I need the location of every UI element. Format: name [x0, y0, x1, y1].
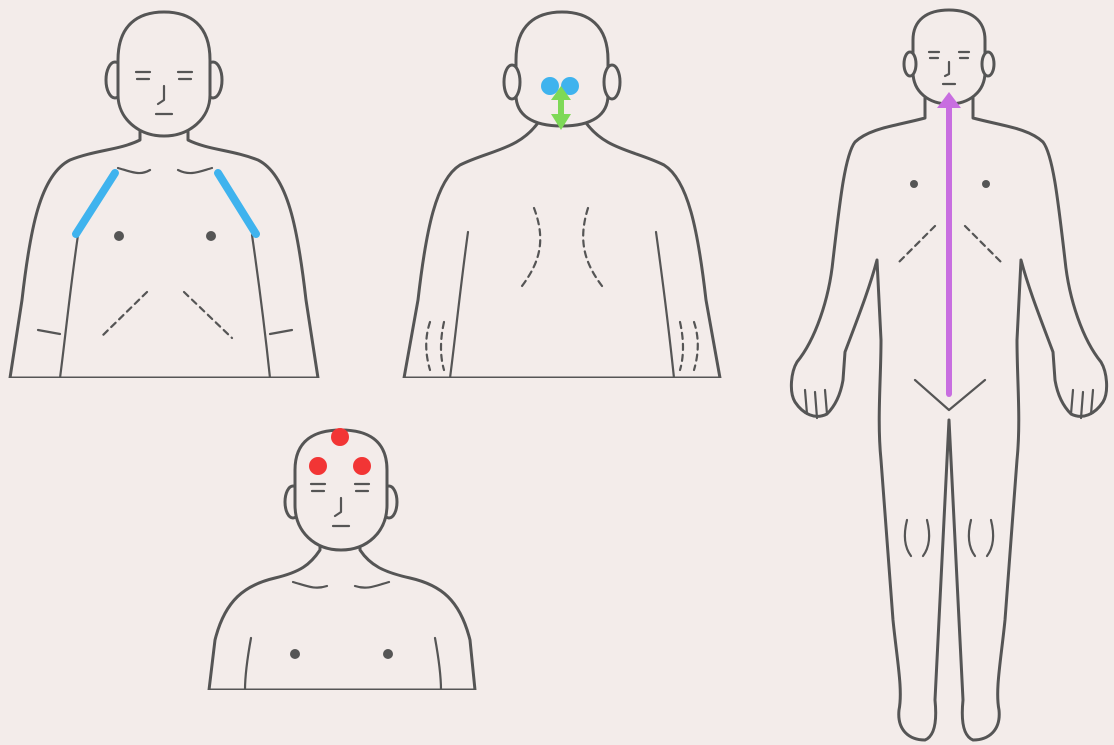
- head-right-point: [353, 457, 371, 475]
- full-body-right-nipple: [982, 180, 990, 188]
- torso-back-outline: [404, 100, 720, 378]
- full-body-left-ear: [904, 52, 916, 76]
- head-left-point: [309, 457, 327, 475]
- head-front-left-nipple: [290, 649, 300, 659]
- neck-left-point: [541, 77, 559, 95]
- torso-back-left-ear: [504, 65, 520, 99]
- torso-back-right-ear: [604, 65, 620, 99]
- head-front-torso-outline: [209, 530, 475, 690]
- head-front-figure: [205, 420, 480, 690]
- torso-back-figure: [400, 0, 725, 378]
- torso-front-figure: [0, 0, 340, 378]
- torso-front-right-nipple: [206, 231, 216, 241]
- torso-front-head: [118, 12, 210, 136]
- torso-front-outline: [10, 120, 318, 378]
- full-body-head: [913, 10, 985, 104]
- head-front-head: [295, 430, 387, 550]
- full-body-left-nipple: [910, 180, 918, 188]
- torso-front-left-nipple: [114, 231, 124, 241]
- full-body-figure: [785, 0, 1114, 745]
- head-front-right-nipple: [383, 649, 393, 659]
- full-body-right-ear: [982, 52, 994, 76]
- head-top-point: [331, 428, 349, 446]
